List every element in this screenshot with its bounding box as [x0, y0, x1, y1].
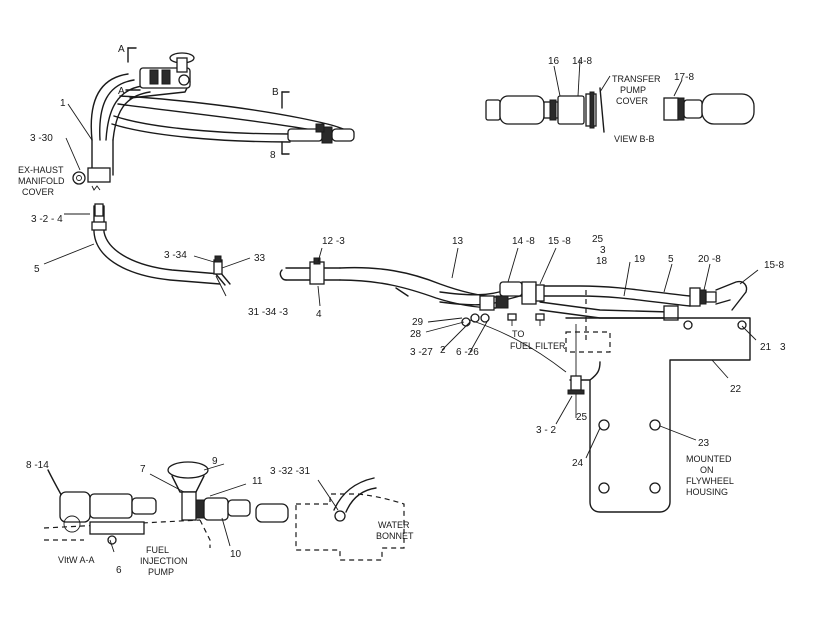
callout-33: 33	[254, 253, 266, 264]
fuel-filter-lines	[439, 280, 748, 373]
caption-water-bonnet-line1: WATER	[378, 520, 410, 530]
callout-3-2: 3 - 2	[536, 425, 556, 436]
callout-3-2-4: 3 -2 - 4	[31, 214, 63, 225]
callout-5-left: 5	[34, 264, 40, 275]
callout-23: 23	[698, 438, 710, 449]
caption-exhaust-line2: MANIFOLD	[18, 176, 65, 186]
caption-fuel-pump-line2: INJECTION	[140, 556, 188, 566]
caption-mounted-line4: HOUSING	[686, 487, 728, 497]
callout-15-8-right: 15-8	[764, 260, 784, 271]
callout-5-right: 5	[668, 254, 674, 265]
view-b-b	[485, 59, 755, 133]
fuel-injection-pump-top	[139, 52, 195, 89]
callout-14-8-main: 14 -8	[512, 236, 535, 247]
section-a-marker	[125, 47, 141, 91]
callout-3-32-31: 3 -32 -31	[270, 466, 310, 477]
callout-11: 11	[252, 476, 263, 487]
callout-1: 1	[60, 98, 66, 109]
callout-3-top: 3	[600, 245, 606, 256]
callout-25-lower: 25	[576, 412, 588, 423]
caption-transfer-line1: TRANSFER	[612, 74, 661, 84]
caption-to-fuel-filter-line1: TO	[512, 329, 524, 339]
callout-3-right: 3	[780, 342, 786, 353]
fuel-injection-pump-detail	[109, 461, 289, 553]
callout-22: 22	[730, 384, 742, 395]
caption-view-b-b: VIEW B-B	[614, 134, 655, 144]
callout-28: 28	[410, 329, 422, 340]
caption-water-bonnet-line2: BONNET	[376, 531, 414, 541]
water-bonnet	[295, 477, 405, 561]
callout-10: 10	[230, 549, 242, 560]
callout-2: 2	[440, 345, 446, 356]
caption-view-a-a: VItW A-A	[58, 555, 95, 565]
callout-15-8-main: 15 -8	[548, 236, 571, 247]
callout-31-34-3: 31 -34 -3	[248, 307, 288, 318]
callout-20-8: 20 -8	[698, 254, 721, 265]
caption-fuel-pump-line1: FUEL	[146, 545, 169, 555]
caption-to-fuel-filter-line2: FUEL FILTER	[510, 341, 566, 351]
caption-fuel-pump-line3: PUMP	[148, 567, 174, 577]
caption-exhaust-line3: COVER	[22, 187, 55, 197]
section-a-label-top: A	[118, 44, 125, 55]
callout-3-34: 3 -34	[164, 250, 187, 261]
callout-6-26: 6 -26	[456, 347, 479, 358]
callout-8-upper: 8	[270, 150, 276, 161]
callout-9: 9	[212, 456, 218, 467]
callout-25-top: 25	[592, 234, 604, 245]
caption-mounted-line3: FLYWHEEL	[686, 476, 734, 486]
exhaust-manifold-cover-clamp	[72, 139, 114, 191]
callout-8-14: 8 -14	[26, 460, 49, 471]
callout-7: 7	[140, 464, 146, 475]
callout-17-8: 17-8	[674, 72, 694, 83]
section-a-label-lower: A	[118, 86, 125, 97]
clip-33	[213, 255, 223, 275]
callout-3-30: 3 -30	[30, 133, 53, 144]
callout-29: 29	[412, 317, 424, 328]
callout-13: 13	[452, 236, 464, 247]
caption-transfer-line2: PUMP	[620, 85, 646, 95]
callout-3-27: 3 -27	[410, 347, 433, 358]
callout-16: 16	[548, 56, 560, 67]
caption-mounted-line1: MOUNTED	[686, 454, 732, 464]
callout-4: 4	[316, 309, 322, 320]
callout-6-view: 6	[116, 565, 122, 576]
clip-12	[309, 257, 325, 285]
callout-14-8-view: 14-8	[572, 56, 592, 67]
caption-exhaust-line1: EX-HAUST	[18, 165, 64, 175]
lower-main-tube	[91, 203, 497, 309]
caption-transfer-line3: COVER	[616, 96, 649, 106]
mounting-bracket	[565, 290, 751, 513]
caption-mounted-line2: ON	[700, 465, 714, 475]
callout-19: 19	[634, 254, 646, 265]
upper-fittings	[287, 123, 355, 144]
callout-24: 24	[572, 458, 584, 469]
callout-18: 18	[596, 256, 608, 267]
section-b-label: B	[272, 87, 279, 98]
section-b-marker	[281, 91, 290, 155]
leader-lines	[43, 103, 759, 459]
view-a-a	[43, 469, 211, 548]
callout-12-3: 12 -3	[322, 236, 345, 247]
callout-21: 21	[760, 342, 772, 353]
